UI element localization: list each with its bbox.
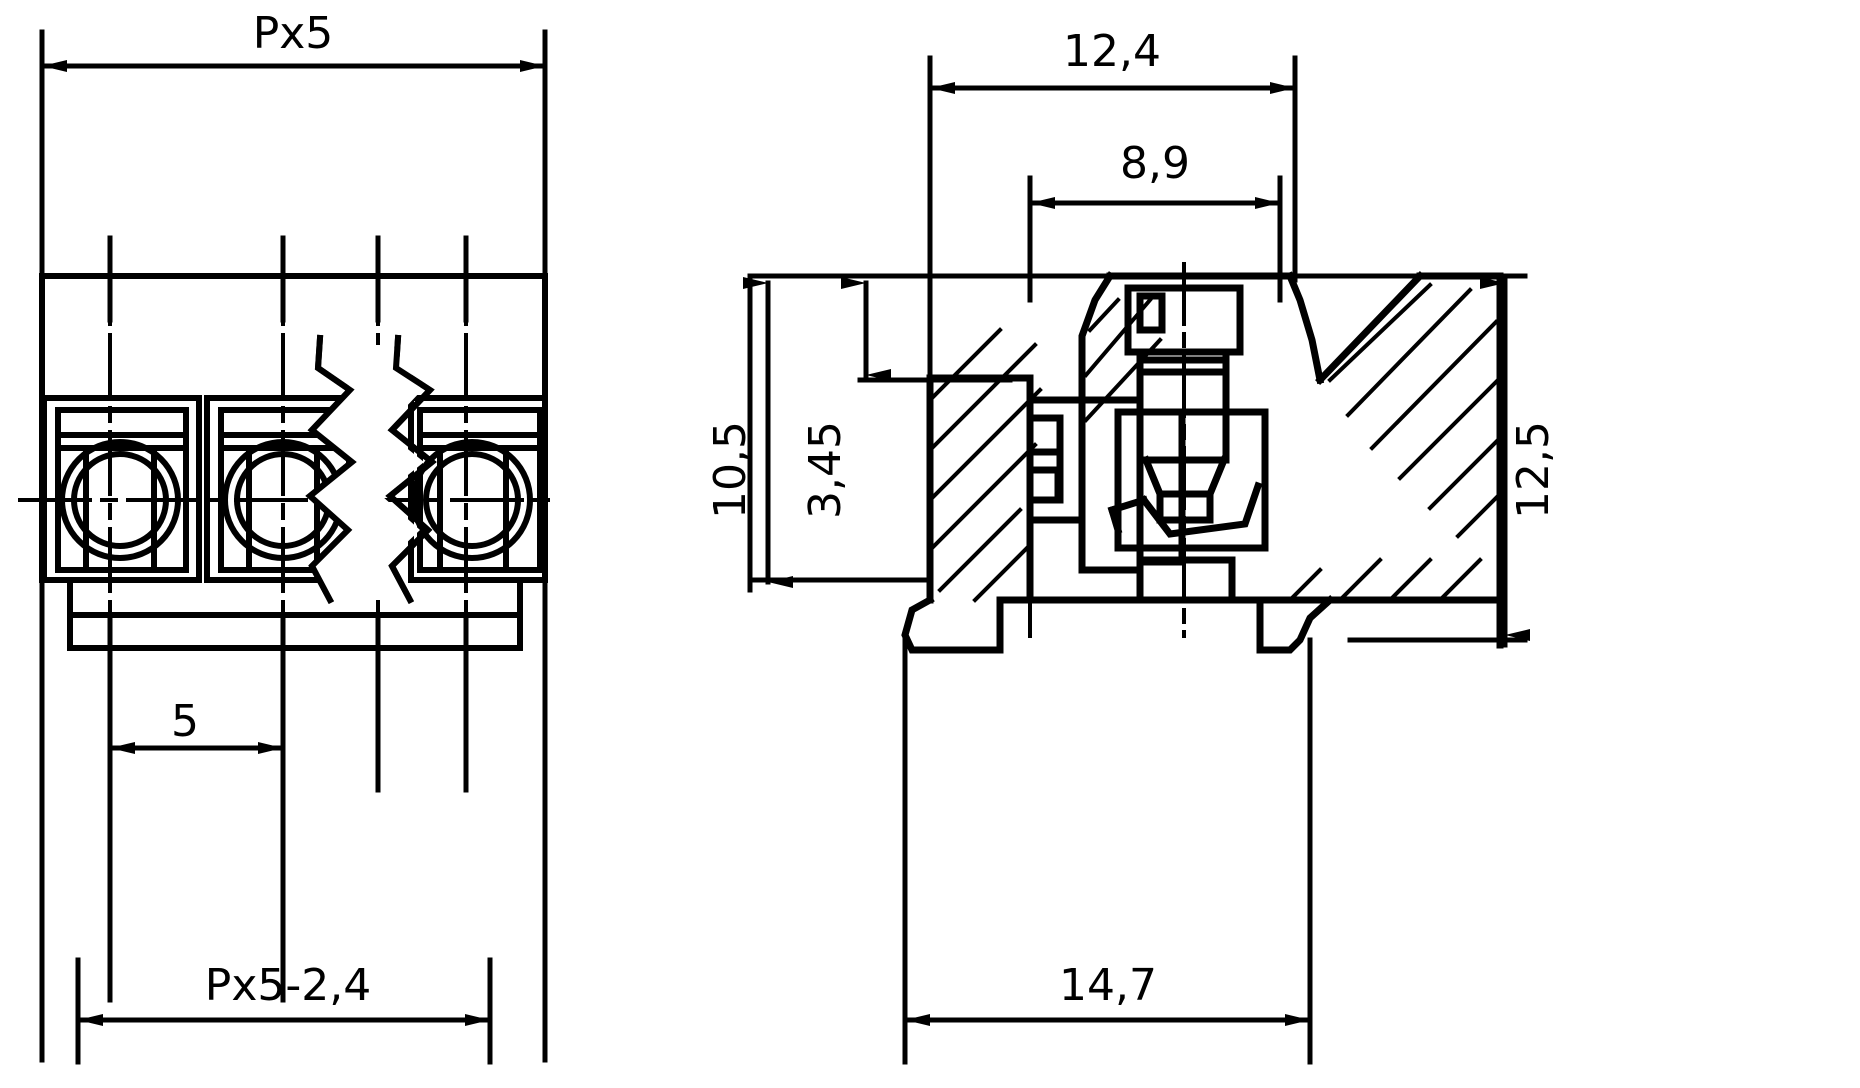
clamp-spring: [1107, 408, 1269, 552]
break-line-redraw: [305, 334, 437, 605]
dim-124-label: 12,4: [1063, 26, 1161, 77]
terminal-cells: [41, 395, 548, 583]
dim-147-label: 14,7: [1059, 960, 1157, 1011]
section-hatch-right: [1327, 282, 1503, 539]
dim-105-label: 10,5: [705, 421, 756, 519]
dim-px5-24-line: [75, 957, 493, 1065]
section-hatch-base: [1287, 557, 1483, 603]
dim-89-label: 8,9: [1120, 138, 1190, 189]
front-view-group: [18, 29, 562, 1065]
section-view-group: [743, 55, 1530, 1065]
dim-px5-24-label: Px5-2,4: [205, 960, 371, 1011]
terminal-cell: [408, 395, 548, 583]
dim-345-label: 3,45: [800, 421, 851, 519]
terminal-cell: [41, 395, 202, 583]
dim-pitch-5-label: 5: [171, 696, 199, 747]
dim-125-label: 12,5: [1508, 421, 1559, 519]
section-hatch: [927, 327, 1043, 603]
dim-px5-label: Px5: [253, 8, 334, 59]
